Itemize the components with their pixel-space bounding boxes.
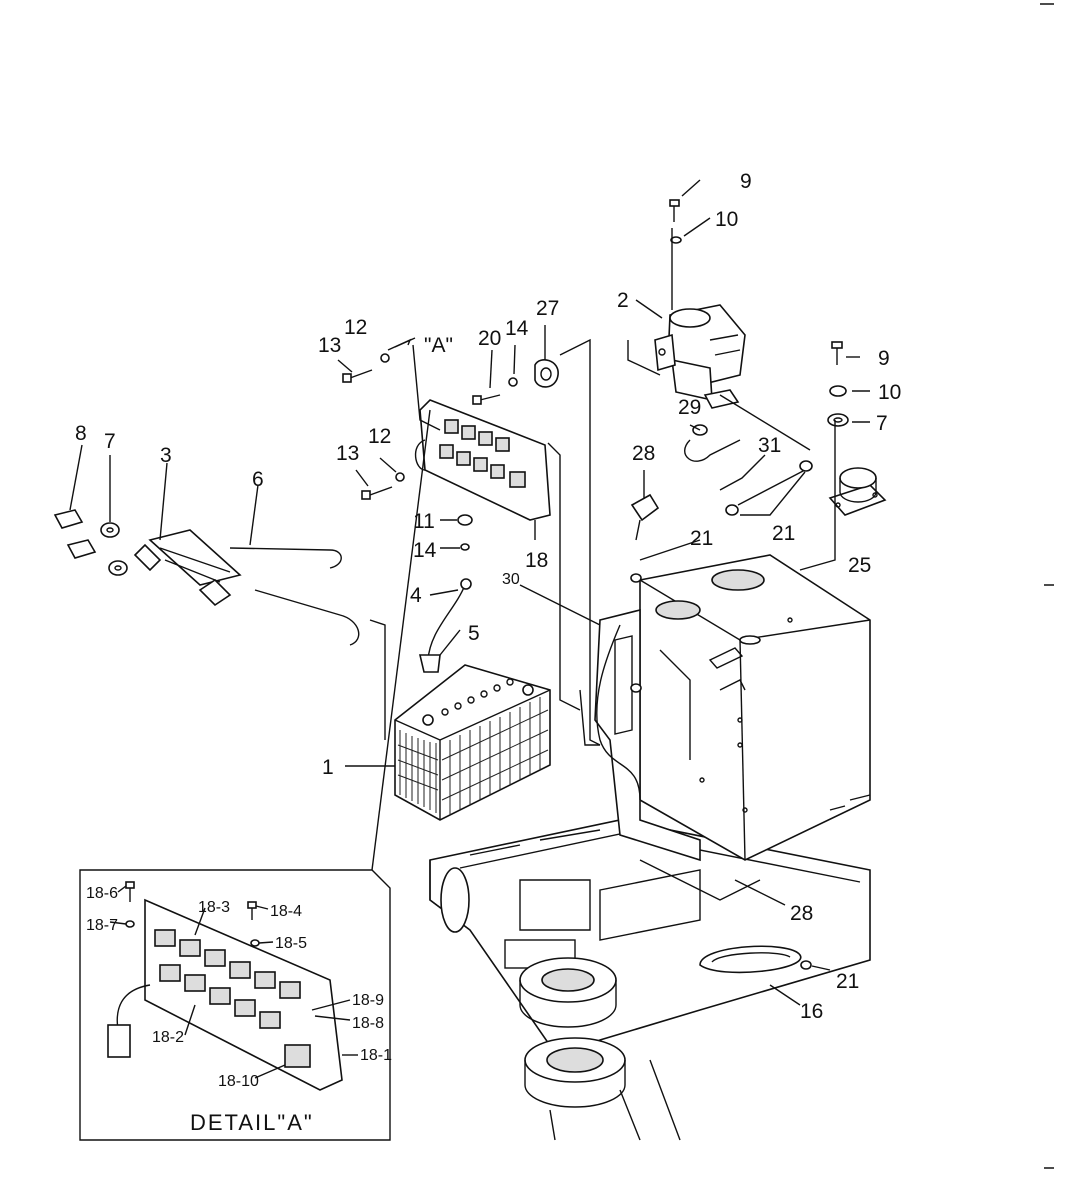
battery <box>394 664 551 821</box>
detail-label-18-10: 18-10 <box>218 1073 259 1090</box>
label-part-14-mid: 14 <box>413 539 437 562</box>
label-part-7-left: 7 <box>104 430 116 453</box>
detail-label-18-4: 18-4 <box>270 903 302 920</box>
detail-label-18-3: 18-3 <box>198 899 230 916</box>
label-part-14-top: 14 <box>505 317 529 340</box>
washer-12a <box>380 353 390 363</box>
label-part-25: 25 <box>848 554 871 577</box>
label-part-11: 11 <box>413 510 435 533</box>
bolt-13b <box>361 486 393 500</box>
label-part-9-top: 9 <box>740 170 752 193</box>
label-part-8: 8 <box>75 422 87 445</box>
label-part-20: 20 <box>478 327 501 350</box>
washer-12b <box>395 472 405 482</box>
hose-16 <box>699 945 802 974</box>
battery-holder <box>133 529 242 607</box>
bolt-20 <box>472 394 501 405</box>
battery-cable <box>418 578 472 673</box>
washer-10b <box>829 385 847 397</box>
hose-30 <box>596 624 641 801</box>
label-part-28-bottom: 28 <box>790 902 813 925</box>
label-part-30: 30 <box>502 571 520 588</box>
detail-label-18-7: 18-7 <box>86 917 118 934</box>
washer-14b <box>460 543 470 551</box>
washer-14a <box>508 377 518 387</box>
scan-marks <box>1040 3 1054 1169</box>
upper-frame <box>429 819 871 1062</box>
tank-bracket <box>579 608 701 862</box>
hose-29 <box>684 424 741 462</box>
label-part-7-right: 7 <box>876 412 888 435</box>
label-part-6: 6 <box>252 468 264 491</box>
nut-left <box>53 509 97 559</box>
label-part-10-top: 10 <box>715 208 738 231</box>
label-part-13-top: 13 <box>318 334 341 357</box>
hose-28 <box>630 493 660 541</box>
leader-lines <box>69 179 870 1006</box>
label-part-16: 16 <box>800 1000 823 1023</box>
detail-a-panel: 18-9 18-8 18-1 18-2 18-3 18-4 18-5 18-6 … <box>79 409 431 1141</box>
label-part-29: 29 <box>678 396 701 419</box>
label-part-12-mid: 12 <box>368 425 391 448</box>
washer-7b <box>827 413 849 427</box>
label-part-10-right: 10 <box>878 381 901 404</box>
nut-11 <box>457 514 473 526</box>
label-part-2: 2 <box>617 289 629 312</box>
detail-label-18-5: 18-5 <box>275 935 307 952</box>
label-part-9-right: 9 <box>878 347 890 370</box>
holder-rods <box>229 547 360 646</box>
detail-label-18-8: 18-8 <box>352 1015 384 1032</box>
detail-title: DETAIL"A" <box>190 1110 314 1135</box>
battery-relay <box>828 467 887 516</box>
detail-label-18-9: 18-9 <box>352 992 384 1009</box>
label-part-1: 1 <box>322 756 334 779</box>
label-part-27: 27 <box>536 297 559 320</box>
label-part-12-top: 12 <box>344 316 367 339</box>
bolt-9b <box>831 341 843 365</box>
pipe-31 <box>725 460 813 516</box>
solenoid-valve <box>654 304 746 409</box>
label-callout-a: "A" <box>424 334 453 357</box>
bolt-13a <box>342 369 373 383</box>
bolt-9a <box>669 199 680 222</box>
swing-boss <box>519 957 681 1141</box>
label-part-21-bottom: 21 <box>836 970 859 993</box>
label-part-3: 3 <box>160 444 172 467</box>
washer-10a <box>670 236 682 244</box>
label-part-28-top: 28 <box>632 442 655 465</box>
hydraulic-tank <box>639 554 871 861</box>
label-part-13-mid: 13 <box>336 442 359 465</box>
part-labels: 1 2 3 4 5 6 7 7 8 9 9 10 10 11 12 12 13 … <box>75 170 901 1023</box>
label-part-18: 18 <box>525 549 548 572</box>
detail-label-18-2: 18-2 <box>152 1029 184 1046</box>
washer-left <box>100 522 128 576</box>
label-part-21-right: 21 <box>772 522 795 545</box>
label-part-31: 31 <box>758 434 781 457</box>
label-part-21-mid: 21 <box>690 527 713 550</box>
label-part-4: 4 <box>410 584 422 607</box>
clamp <box>534 359 559 388</box>
oring-21 <box>630 573 812 970</box>
label-part-5: 5 <box>468 622 480 645</box>
detail-label-18-1: 18-1 <box>360 1047 392 1064</box>
relay-panel <box>414 399 551 521</box>
detail-label-18-6: 18-6 <box>86 885 118 902</box>
